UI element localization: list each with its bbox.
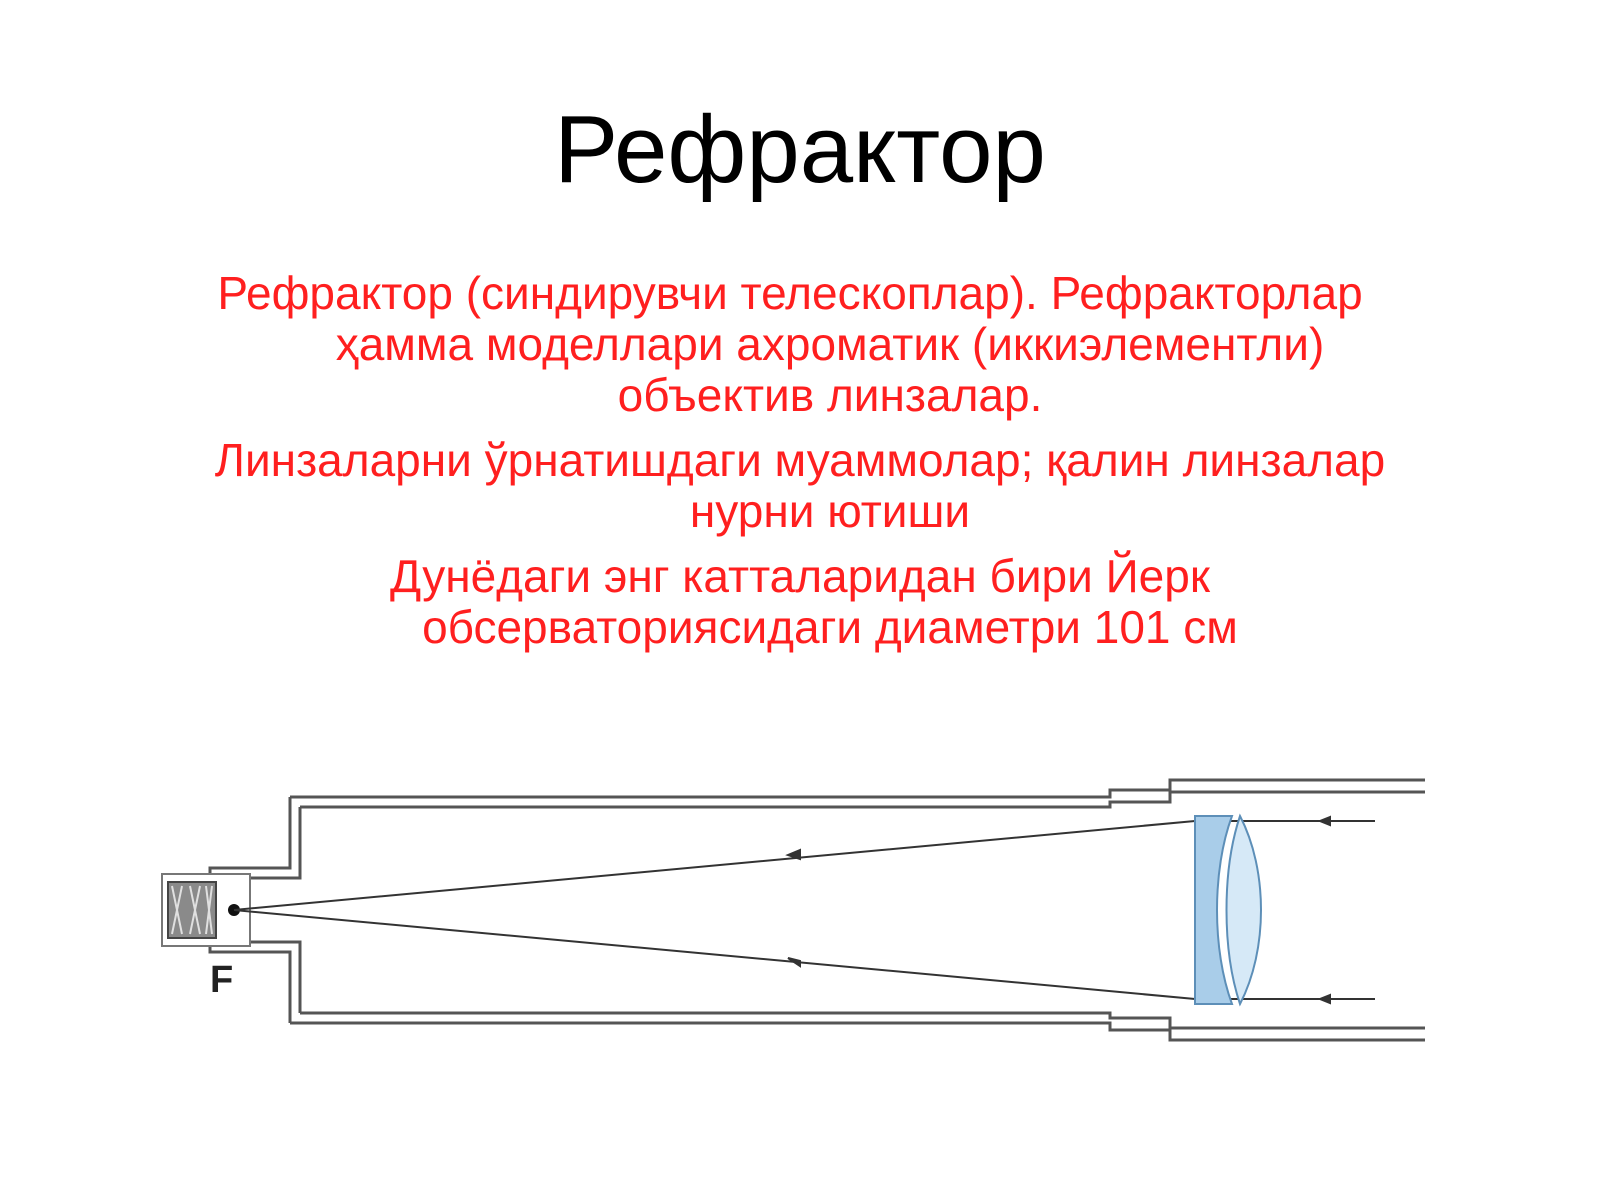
telescope-tube <box>208 778 1425 1042</box>
refractor-diagram: F <box>161 778 1425 1042</box>
eyepiece-icon <box>161 873 251 947</box>
bullet-3: Дунёдаги энг катталаридан бири Йерк обсе… <box>120 551 1480 653</box>
bullet-3-line-2: обсерваториясидаги диаметри 101 см <box>422 601 1238 653</box>
tube-back-top <box>208 797 292 878</box>
bullet-1-line-1: Рефрактор (синдирувчи телескоплар). Рефр… <box>217 267 1363 319</box>
ray-arrow-bottom-right <box>1317 993 1331 1005</box>
tube-outer-top <box>290 778 1425 799</box>
bullet-3-line-1: Дунёдаги энг катталаридан бири Йерк <box>390 550 1210 602</box>
tube-inner-bottom <box>300 1011 1425 1030</box>
tube-inner-top <box>300 790 1425 809</box>
bullet-2: Линзаларни ўрнатишдаги муаммолар; қалин … <box>120 435 1480 537</box>
tube-outer-bottom <box>290 1021 1425 1042</box>
ray-arrow-top-right <box>1317 815 1331 827</box>
bullet-1: Рефрактор (синдирувчи телескоплар). Рефр… <box>120 268 1480 421</box>
bullet-list: Рефрактор (синдирувчи телескоплар). Рефр… <box>120 268 1480 667</box>
bullet-1-line-2: ҳамма моделлари ахроматик (иккиэлементли… <box>335 318 1325 370</box>
bullet-2-line-2: нурни ютиши <box>689 485 971 537</box>
objective-lens-icon <box>1194 813 1262 1007</box>
bullet-1-line-3: объектив линзалар. <box>617 369 1043 421</box>
slide-title: Рефрактор <box>554 96 1046 203</box>
bullet-2-line-1: Линзаларни ўрнатишдаги муаммолар; қалин … <box>214 434 1386 486</box>
ray-arrow-top-mid <box>785 848 801 861</box>
focus-label: F <box>210 959 233 1001</box>
ray-arrow-bottom-mid <box>787 957 801 968</box>
